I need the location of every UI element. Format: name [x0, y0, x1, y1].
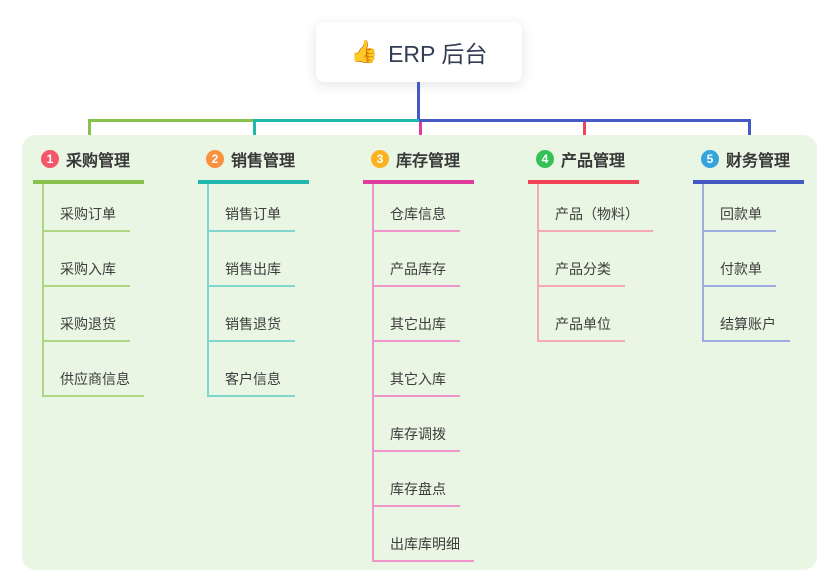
mindmap-child-node[interactable]: 产品单位: [539, 287, 625, 342]
mindmap-child-node[interactable]: 付款单: [704, 232, 776, 287]
bus-segment-blue: [419, 119, 750, 122]
bus-segment-green: [88, 119, 255, 122]
branch-children: 产品（物料） 产品分类 产品单位: [537, 184, 653, 342]
branch-product: 4 产品管理 产品（物料） 产品分类 产品单位: [528, 147, 653, 342]
branch-number-badge: 3: [371, 150, 389, 168]
branch-number-badge: 5: [701, 150, 719, 168]
mindmap-child-node[interactable]: 客户信息: [209, 342, 295, 397]
branch-drop-line-1: [88, 119, 91, 144]
mindmap-child-node[interactable]: 供应商信息: [44, 342, 144, 397]
branch-drop-line-5: [748, 119, 751, 144]
bus-segment-teal: [254, 119, 419, 122]
mindmap-panel: [22, 135, 817, 570]
mindmap-child-node[interactable]: 采购订单: [44, 184, 130, 232]
root-title: ERP 后台: [388, 41, 488, 67]
branch-inventory: 3 库存管理 仓库信息 产品库存 其它出库 其它入库 库存调拨 库存盘点 出库库…: [363, 147, 475, 562]
mindmap-child-node[interactable]: 库存盘点: [374, 452, 460, 507]
root-connector-line: [417, 82, 420, 120]
branch-number-badge: 2: [206, 150, 224, 168]
mindmap-child-node[interactable]: 采购入库: [44, 232, 130, 287]
branch-header-finance[interactable]: 5 财务管理: [693, 147, 805, 184]
branch-sales: 2 销售管理 销售订单 销售出库 销售退货 客户信息: [198, 147, 310, 397]
mindmap-child-node[interactable]: 产品（物料）: [539, 184, 653, 232]
branch-header-sales[interactable]: 2 销售管理: [198, 147, 310, 184]
branch-drop-line-4: [583, 122, 586, 144]
mindmap-child-node[interactable]: 采购退货: [44, 287, 130, 342]
branch-label: 产品管理: [561, 153, 626, 170]
mindmap-child-node[interactable]: 销售订单: [209, 184, 295, 232]
mindmap-child-node[interactable]: 回款单: [704, 184, 776, 232]
mindmap-child-node[interactable]: 库存调拨: [374, 397, 460, 452]
branch-purchase: 1 采购管理 采购订单 采购入库 采购退货 供应商信息: [33, 147, 145, 397]
branch-label: 采购管理: [66, 153, 131, 170]
branch-number-badge: 1: [41, 150, 59, 168]
thumbs-up-icon: 👍: [350, 39, 379, 64]
mindmap-child-node[interactable]: 仓库信息: [374, 184, 460, 232]
branch-children: 销售订单 销售出库 销售退货 客户信息: [207, 184, 309, 397]
branch-children: 仓库信息 产品库存 其它出库 其它入库 库存调拨 库存盘点 出库库明细: [372, 184, 474, 562]
branch-header-product[interactable]: 4 产品管理: [528, 147, 640, 184]
branch-number-badge: 4: [536, 150, 554, 168]
branch-label: 销售管理: [231, 153, 296, 170]
branch-children: 采购订单 采购入库 采购退货 供应商信息: [42, 184, 144, 397]
branch-label: 库存管理: [396, 153, 461, 170]
mindmap-child-node[interactable]: 销售出库: [209, 232, 295, 287]
branch-finance: 5 财务管理 回款单 付款单 结算账户: [693, 147, 805, 342]
mindmap-child-node[interactable]: 其它出库: [374, 287, 460, 342]
mindmap-child-node[interactable]: 结算账户: [704, 287, 790, 342]
mindmap-child-node[interactable]: 销售退货: [209, 287, 295, 342]
branch-label: 财务管理: [726, 153, 791, 170]
root-node[interactable]: 👍 ERP 后台: [316, 22, 522, 82]
branch-children: 回款单 付款单 结算账户: [702, 184, 804, 342]
mindmap-child-node[interactable]: 产品分类: [539, 232, 625, 287]
branch-header-purchase[interactable]: 1 采购管理: [33, 147, 145, 184]
branch-header-inventory[interactable]: 3 库存管理: [363, 147, 475, 184]
mindmap-child-node[interactable]: 产品库存: [374, 232, 460, 287]
mindmap-child-node[interactable]: 其它入库: [374, 342, 460, 397]
mindmap-child-node[interactable]: 出库库明细: [374, 507, 474, 562]
branch-drop-line-3: [419, 122, 422, 144]
branch-drop-line-2: [253, 119, 256, 144]
